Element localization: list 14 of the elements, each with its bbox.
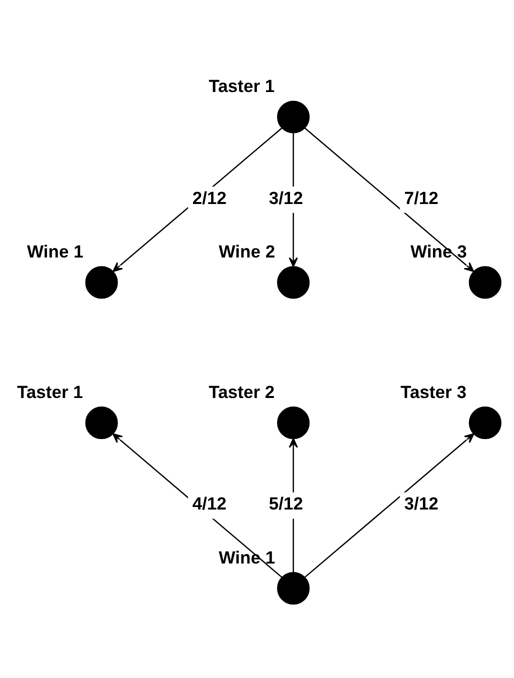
node-label: Wine 3	[410, 241, 467, 262]
edge-label: 5/12	[268, 493, 304, 514]
edge-label: 7/12	[404, 187, 438, 208]
node-label: Taster 1	[208, 76, 275, 96]
node-label: Taster 1	[16, 382, 83, 402]
node-label: Taster 2	[208, 382, 275, 402]
node-label: Taster 3	[400, 382, 466, 402]
node-label: Wine 1	[26, 241, 84, 262]
edge-label: 2/12	[192, 187, 227, 208]
node-label: Wine 2	[218, 241, 276, 262]
edge-label: 3/12	[404, 493, 438, 514]
node-label: Wine 1	[218, 547, 276, 567]
edge-label: 3/12	[268, 187, 304, 208]
edge-label: 4/12	[192, 493, 227, 514]
